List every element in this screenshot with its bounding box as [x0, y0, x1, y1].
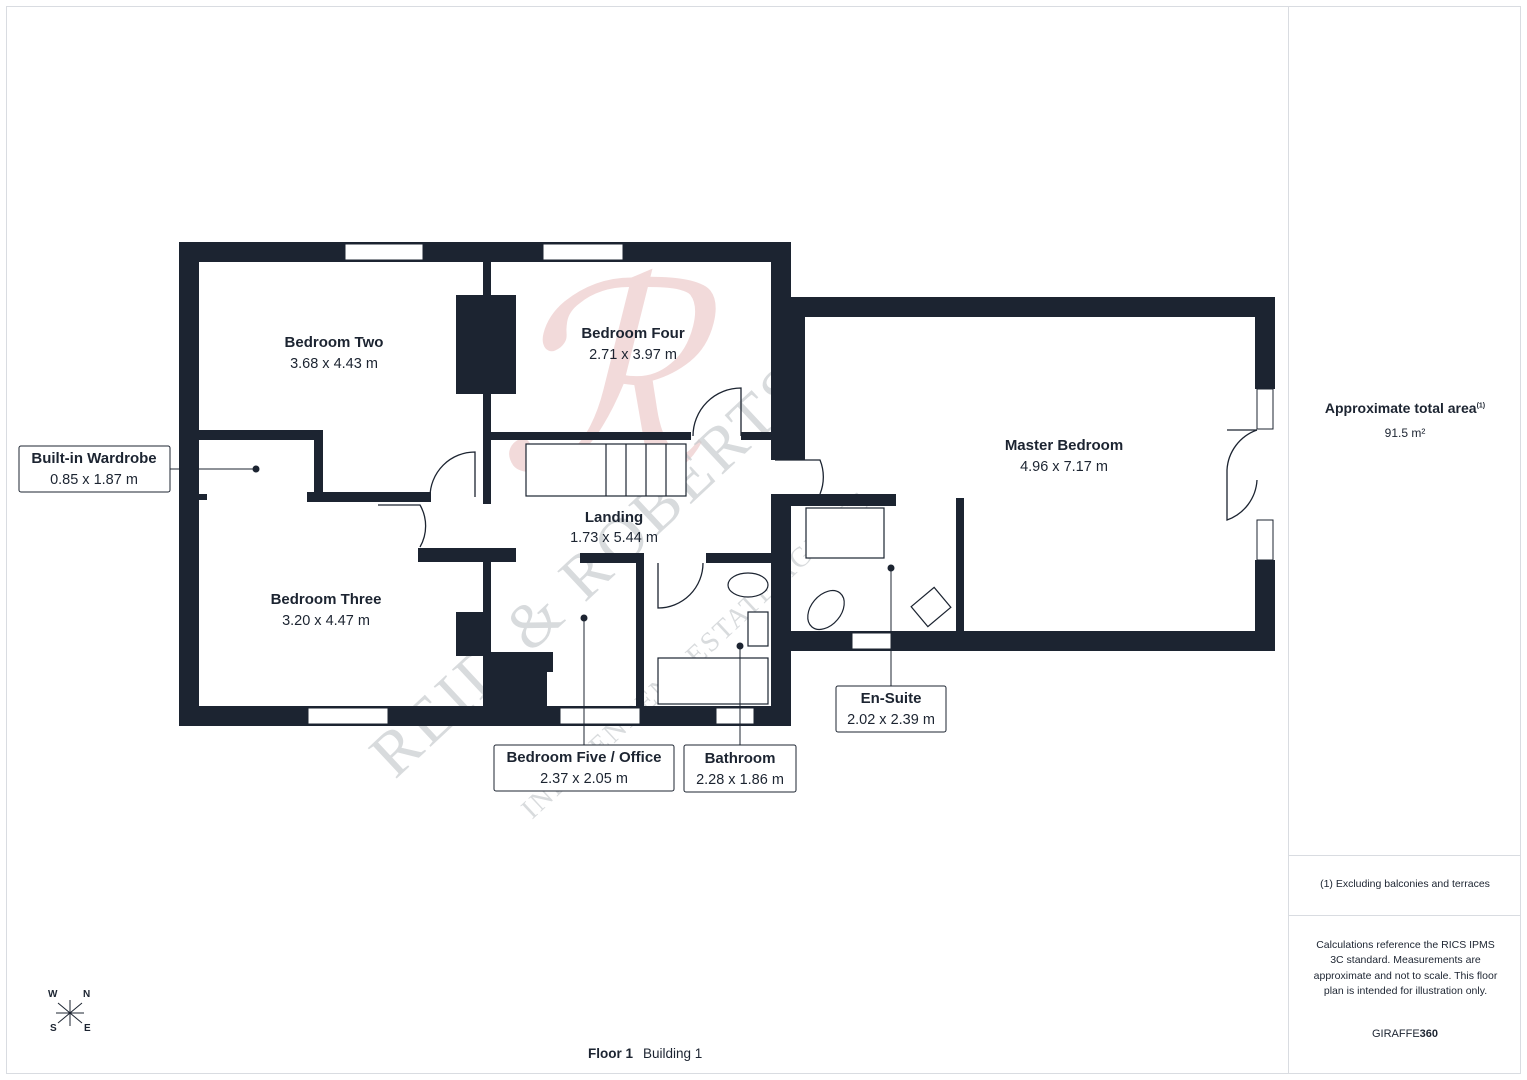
area-value: 91.5 m² [1384, 426, 1426, 440]
divider [1289, 855, 1521, 856]
floor-plan: ℛ REID & ROBERTS INDEPENDENT ESTATE AGEN… [18, 239, 1275, 1026]
footnote: (1) Excluding balconies and terraces [1320, 878, 1490, 890]
callout-en-suite: En-Suite 2.02 x 2.39 m [835, 564, 947, 733]
disclaimer: Calculations reference the RICS IPMS 3C … [1313, 939, 1498, 997]
windows [307, 243, 1274, 725]
room-name: Bedroom Five / Office [506, 749, 661, 766]
brand-suffix: 360 [1419, 1028, 1439, 1040]
area-title: Approximate total area(1) [1289, 400, 1521, 416]
room-landing: Landing 1.73 x 5.44 m [570, 509, 658, 546]
room-name: Bedroom Four [581, 325, 684, 342]
brand-logo: GIRAFFE360 [1289, 1028, 1521, 1040]
doors [378, 387, 1258, 609]
room-dims: 3.20 x 4.47 m [282, 613, 370, 629]
info-sidebar: Approximate total area(1) 91.5 m² (1) Ex… [1288, 6, 1521, 1074]
room-bedroom-two: Bedroom Two 3.68 x 4.43 m [285, 334, 384, 372]
compass-s: S [50, 1023, 57, 1034]
compass-w: W [48, 989, 58, 1000]
brand-prefix: GIRAFFE [1371, 1028, 1420, 1040]
room-name: Master Bedroom [1005, 437, 1123, 454]
room-name: Bedroom Three [271, 591, 382, 608]
callout-bathroom: Bathroom 2.28 x 1.86 m [683, 642, 797, 793]
room-dims: 2.28 x 1.86 m [696, 772, 784, 788]
room-name: Built-in Wardrobe [31, 450, 156, 467]
callout-bedroom-five: Bedroom Five / Office 2.37 x 2.05 m [493, 614, 675, 792]
page-frame [6, 6, 1521, 1074]
compass-n: N [83, 989, 91, 1000]
room-name: En-Suite [861, 690, 922, 707]
room-bedroom-four: Bedroom Four 2.71 x 3.97 m [581, 325, 684, 363]
room-name: Bathroom [705, 750, 776, 767]
room-dims: 2.37 x 2.05 m [540, 771, 628, 787]
fixtures [525, 443, 952, 705]
floor-label: Floor 1 Building 1 [588, 1046, 702, 1061]
room-dims: 4.96 x 7.17 m [1020, 459, 1108, 475]
room-dims: 3.68 x 4.43 m [290, 356, 378, 372]
compass-icon [56, 1000, 84, 1026]
compass-e: E [84, 1023, 91, 1034]
callout-built-in-wardrobe: Built-in Wardrobe 0.85 x 1.87 m [18, 445, 260, 493]
room-dims: 0.85 x 1.87 m [50, 472, 138, 488]
floor-name: Floor 1 [588, 1046, 634, 1061]
room-name: Bedroom Two [285, 334, 384, 351]
area-title-text: Approximate total area [1324, 400, 1477, 416]
room-name: Landing [585, 509, 643, 526]
divider [1289, 915, 1521, 916]
area-superscript: (1) [1476, 402, 1486, 410]
room-master-bedroom: Master Bedroom 4.96 x 7.17 m [1005, 437, 1123, 475]
building-name: Building 1 [643, 1046, 703, 1061]
walls [179, 242, 1275, 726]
room-bedroom-three: Bedroom Three 3.20 x 4.47 m [271, 591, 382, 629]
room-dims: 2.02 x 2.39 m [847, 712, 935, 728]
room-dims: 2.71 x 3.97 m [589, 347, 677, 363]
room-dims: 1.73 x 5.44 m [570, 530, 658, 546]
